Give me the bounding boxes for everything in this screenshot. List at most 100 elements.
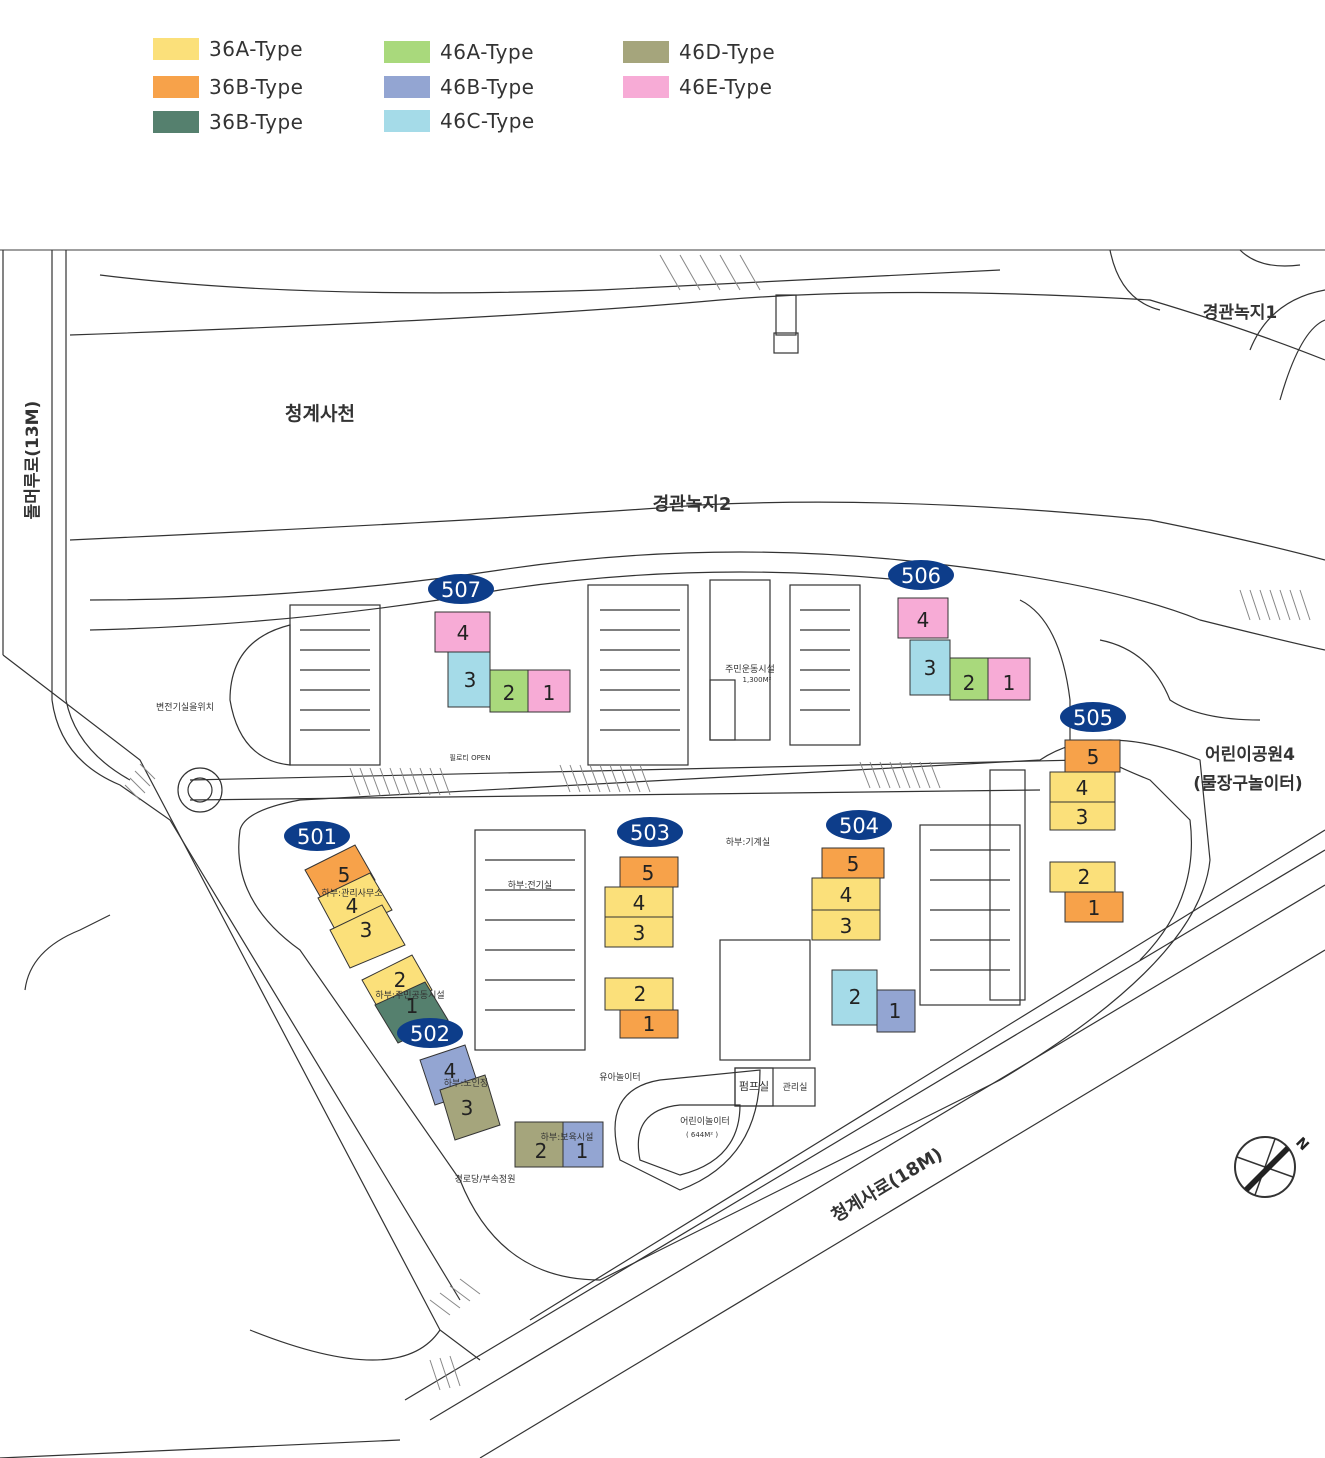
road-bottom-edge xyxy=(404,849,1325,1401)
legend-label: 46B-Type xyxy=(440,75,535,99)
legend-label: 46E-Type xyxy=(679,75,773,99)
label-management: 관리실 xyxy=(783,1082,808,1093)
unit-number: 4 xyxy=(457,621,470,645)
label-green2: 경관녹지2 xyxy=(653,494,732,515)
svg-text:N: N xyxy=(1292,1135,1312,1155)
legend-swatch xyxy=(384,110,430,132)
unit-number: 2 xyxy=(963,671,976,695)
unit-number: 5 xyxy=(338,863,351,887)
legend-swatch xyxy=(384,76,430,98)
building-506 xyxy=(897,597,1031,701)
unit-number: 3 xyxy=(1076,805,1089,829)
unit-number: 1 xyxy=(576,1139,589,1163)
svg-text:503: 503 xyxy=(630,821,670,845)
label-site-location: 변전기실을위치 xyxy=(156,701,214,713)
badge-504[interactable]: 504 xyxy=(826,810,892,840)
label-green1: 경관녹지1 xyxy=(1203,303,1277,323)
badge-506[interactable]: 506 xyxy=(888,560,954,590)
legend-label: 36A-Type xyxy=(209,37,304,61)
unit-number: 5 xyxy=(1087,745,1100,769)
label-pump: 펌프실 xyxy=(739,1080,769,1093)
legend-label: 46C-Type xyxy=(440,109,535,133)
label-community: 주민운동시설 xyxy=(725,664,775,675)
label-501-lower-b: 하부:주민공동시설 xyxy=(375,990,444,1001)
legend-item: 36B-Type xyxy=(153,110,304,134)
badge-501[interactable]: 501 xyxy=(284,821,350,851)
label-elderly: 경로당/부속정원 xyxy=(455,1173,516,1185)
svg-text:507: 507 xyxy=(441,578,481,602)
unit-number: 4 xyxy=(917,608,930,632)
unit-number: 3 xyxy=(464,668,477,692)
unit-number: 4 xyxy=(444,1059,457,1083)
unit-number: 4 xyxy=(346,894,359,918)
building-501 xyxy=(304,844,449,1044)
legend-item: 36A-Type xyxy=(153,37,304,61)
legend-swatch xyxy=(384,41,430,63)
badge-507[interactable]: 507 xyxy=(428,574,494,604)
legend-swatch xyxy=(153,76,199,98)
badge-505[interactable]: 505 xyxy=(1060,702,1126,732)
svg-text:505: 505 xyxy=(1073,706,1113,730)
legend-label: 36B-Type xyxy=(209,110,304,134)
unit-number: 3 xyxy=(924,656,937,680)
legend-item: 46E-Type xyxy=(623,75,773,99)
legend-item: 46A-Type xyxy=(384,40,535,64)
svg-text:501: 501 xyxy=(297,825,337,849)
building-505 xyxy=(1049,739,1124,923)
label-basement-mech: 하부:기계실 xyxy=(726,836,770,848)
badge-503[interactable]: 503 xyxy=(617,817,683,847)
label-community-area: 1,300M² xyxy=(743,676,772,684)
compass-icon: N xyxy=(1234,1135,1312,1198)
label-502-lower-a: 하부:노인정 xyxy=(444,1078,488,1089)
label-playground-line2: (물장구놀이터) xyxy=(1193,774,1302,794)
unit-number: 4 xyxy=(840,883,853,907)
label-small-playground: 유아놀이터 xyxy=(599,1072,640,1083)
unit-number: 2 xyxy=(535,1139,548,1163)
unit-number: 1 xyxy=(889,999,902,1023)
label-502-lower-b: 하부:보육시설 xyxy=(541,1132,594,1143)
unit-number: 3 xyxy=(633,921,646,945)
unit-number: 2 xyxy=(394,968,407,992)
unit-number: 2 xyxy=(849,985,862,1009)
label-open-space: 필로티 OPEN xyxy=(450,753,491,762)
unit-number: 5 xyxy=(642,861,655,885)
unit-number: 1 xyxy=(1003,671,1016,695)
building-507 xyxy=(434,611,571,713)
legend-item: 46C-Type xyxy=(384,109,535,133)
unit-number: 1 xyxy=(1088,896,1101,920)
legend-swatch xyxy=(623,41,669,63)
label-kids-play-area: ( 644M² ) xyxy=(686,1131,718,1139)
legend-item: 46D-Type xyxy=(623,40,776,64)
label-kids-play: 어린이놀이터 xyxy=(680,1116,730,1127)
unit-number: 2 xyxy=(634,982,647,1006)
building-504 xyxy=(811,847,916,1033)
legend: 36A-Type 36B-Type 36B-Type 46A-Type 46B-… xyxy=(0,0,1325,160)
svg-text:506: 506 xyxy=(901,564,941,588)
unit-number: 1 xyxy=(643,1012,656,1036)
badge-502[interactable]: 502 xyxy=(397,1018,463,1048)
building-503 xyxy=(604,856,679,1039)
label-stream: 청계사천 xyxy=(285,403,355,425)
svg-text:502: 502 xyxy=(410,1022,450,1046)
unit-number: 3 xyxy=(461,1096,474,1120)
legend-label: 46A-Type xyxy=(440,40,535,64)
label-road-bottom: 청계사로(18M) xyxy=(828,1144,947,1227)
legend-item: 36B-Type xyxy=(153,75,304,99)
legend-swatch xyxy=(153,38,199,60)
legend-label: 46D-Type xyxy=(679,40,776,64)
unit-number: 5 xyxy=(847,852,860,876)
unit-number: 1 xyxy=(543,681,556,705)
unit-number: 2 xyxy=(503,681,516,705)
svg-text:504: 504 xyxy=(839,814,879,838)
label-basement-elec: 하부:전기실 xyxy=(508,880,552,891)
legend-label: 36B-Type xyxy=(209,75,304,99)
unit-number: 1 xyxy=(406,994,419,1018)
unit-number: 4 xyxy=(633,891,646,915)
legend-swatch xyxy=(623,76,669,98)
unit-number: 3 xyxy=(360,918,373,942)
unit-number: 3 xyxy=(840,914,853,938)
label-road-left: 돌머루로(13M) xyxy=(23,401,43,520)
label-501-lower-a: 하부:관리사무소 xyxy=(322,888,383,899)
legend-swatch xyxy=(153,111,199,133)
